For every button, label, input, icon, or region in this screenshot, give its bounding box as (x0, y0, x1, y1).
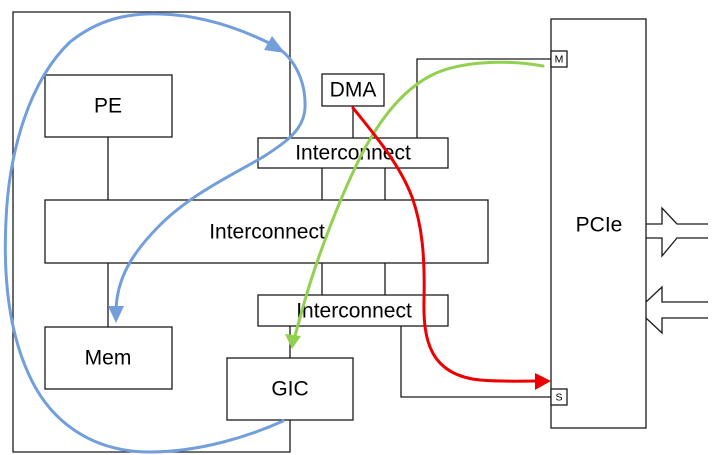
pe-label: PE (94, 95, 122, 118)
main-interconnect-label: Interconnect (209, 221, 325, 244)
mem-block: Mem (44, 326, 173, 390)
incoming-arrow-lower-edge (645, 317, 708, 335)
gic-label: GIC (271, 378, 308, 401)
pcie-master-port: M (550, 50, 568, 68)
pcie-slave-port: S (550, 388, 568, 406)
slave-port-label: S (555, 392, 562, 404)
outgoing-arrow-upper-edge (646, 206, 708, 225)
red-flow-arrowhead (535, 373, 551, 390)
gic-block: GIC (226, 357, 354, 421)
top-interconnect-block: Interconnect (257, 137, 449, 169)
top-interconnect-box (257, 137, 449, 169)
mem-label: Mem (85, 347, 132, 370)
bottom-interconnect-block: Interconnect (257, 294, 449, 327)
dma-label: DMA (330, 79, 377, 102)
incoming-arrow-upper-edge (645, 285, 708, 303)
gic-box (226, 357, 354, 421)
outgoing-arrow-lower-edge (646, 237, 708, 258)
main-interconnect-box (44, 199, 489, 264)
subsystem-boundary (12, 11, 291, 453)
slave-port-box (550, 388, 568, 406)
pcie-block: PCIe (550, 18, 647, 429)
red-flow-path (351, 106, 539, 383)
green-flow-path (293, 60, 545, 338)
master-port-box (550, 50, 568, 68)
pcie-box (550, 18, 647, 429)
incoming-link-arrow-icon (645, 285, 708, 335)
blue-flow (3, 12, 307, 454)
outgoing-link-arrow-icon (646, 206, 708, 258)
pcie-label: PCIe (576, 214, 623, 237)
dma-block: DMA (321, 73, 385, 107)
mem-box (44, 326, 173, 390)
bottom-interconnect-label: Interconnect (296, 300, 412, 323)
bottom-interconnect-box (257, 294, 449, 327)
master-port-label: M (555, 54, 564, 66)
pcie-master-wire (416, 58, 551, 138)
main-interconnect-block: Interconnect (44, 199, 489, 264)
blue-flow-path (3, 12, 307, 454)
green-flow-arrowhead (285, 334, 301, 349)
blue-flow-end-arrowhead (108, 306, 124, 323)
pcie-slave-wire (400, 326, 551, 398)
red-flow (351, 106, 551, 390)
pe-block: PE (44, 74, 173, 138)
blue-flow-mid-arrowhead (264, 36, 285, 53)
green-flow (285, 60, 545, 349)
